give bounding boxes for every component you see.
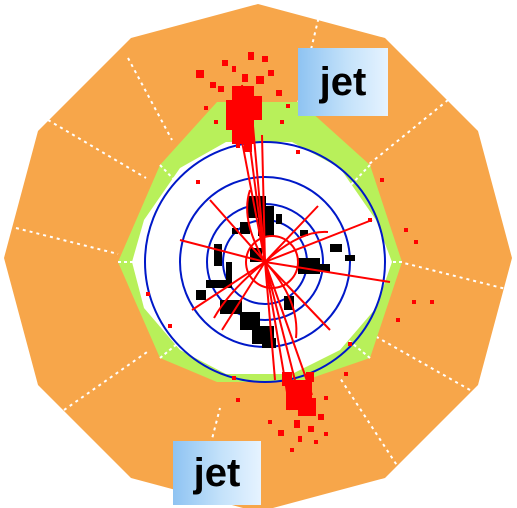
scattered-deposits xyxy=(146,144,434,402)
jet-label-top: jet xyxy=(298,48,388,116)
jet-deposit-top xyxy=(196,52,290,152)
jet-label-bottom: jet xyxy=(173,441,261,505)
tracks xyxy=(179,84,391,411)
jet-deposit-bottom xyxy=(268,372,328,452)
